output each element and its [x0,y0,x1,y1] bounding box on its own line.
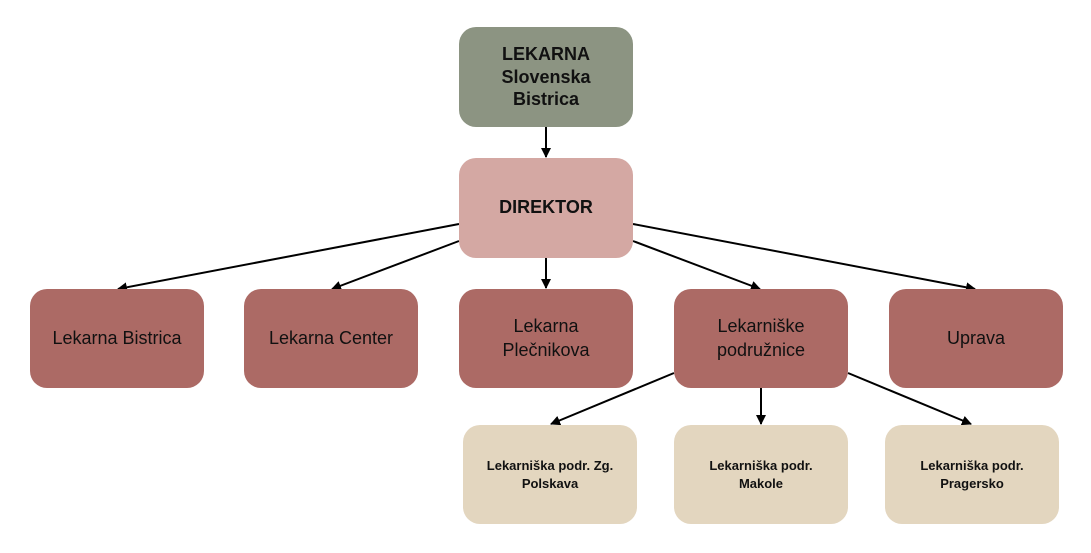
node-uprava: Uprava [889,289,1063,388]
connector-director-to-uprava [632,223,976,293]
node-label: Lekarniška podr. Makole [709,457,813,491]
connector-director-to-lekarna-center [331,240,460,291]
node-lekarniske-podruznice: Lekarniške podružnice [674,289,848,388]
connector-director-to-lekarniske-podruznice [632,240,761,291]
node-lekarna-slovenska-bistrica: LEKARNA Slovenska Bistrica [459,27,633,127]
node-label: DIREKTOR [499,197,593,218]
node-podr-pragersko: Lekarniška podr. Pragersko [885,425,1059,524]
node-lekarna-bistrica: Lekarna Bistrica [30,289,204,388]
node-lekarna-plecnikova: Lekarna Plečnikova [459,289,633,388]
node-direktor: DIREKTOR [459,158,633,258]
node-podr-zg-polskava: Lekarniška podr. Zg. Polskava [463,425,637,524]
node-label: LEKARNA Slovenska Bistrica [501,44,591,110]
node-label: Lekarna Center [268,327,394,348]
node-lekarna-center: Lekarna Center [244,289,418,388]
node-label: Lekarna Plečnikova [502,316,590,360]
node-label: Lekarniška podr. Zg. Polskava [486,457,614,491]
node-podr-makole: Lekarniška podr. Makole [674,425,848,524]
node-label: Uprava [946,327,1006,348]
connector-director-to-lekarna-bistrica [117,223,460,293]
node-label: Lekarna Bistrica [52,327,182,348]
node-label: Lekarniške podružnice [716,316,806,360]
node-label: Lekarniška podr. Pragersko [920,457,1024,491]
